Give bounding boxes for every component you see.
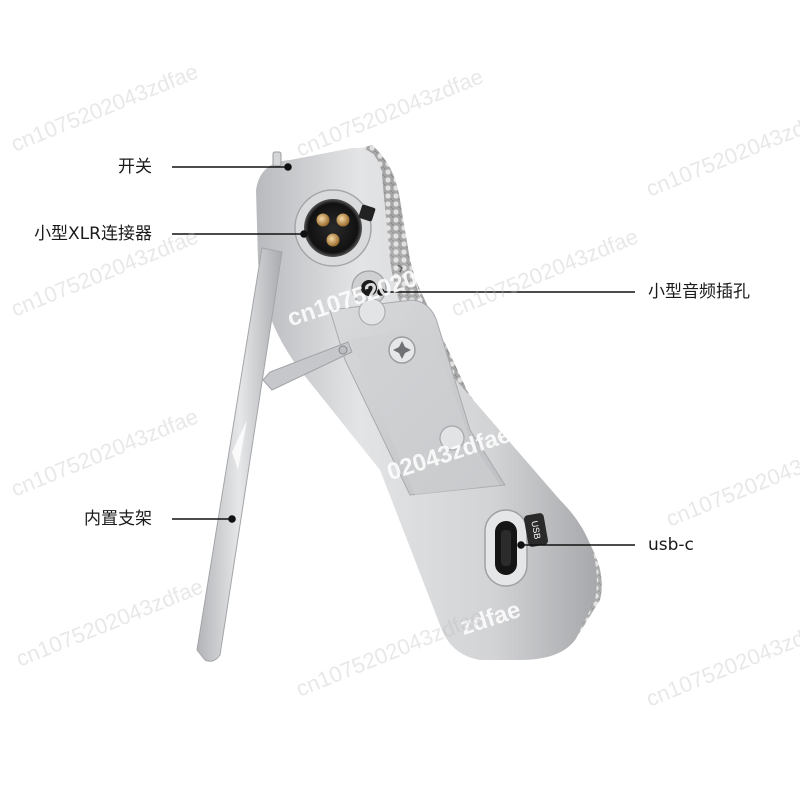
stand-strut [262, 341, 353, 391]
label-usb-c: usb-c [648, 535, 694, 555]
power-switch [272, 151, 282, 167]
mini-xlr-connector [294, 189, 376, 267]
label-mini-xlr: 小型XLR连接器 [34, 224, 152, 244]
screw-hole [439, 425, 465, 451]
usb-badge-text: USB [529, 520, 542, 540]
mini-audio-jack [351, 264, 403, 326]
label-mini-audio-jack: 小型音频插孔 [648, 282, 750, 302]
screw-icon [388, 336, 416, 364]
label-built-in-stand: 内置支架 [84, 509, 152, 529]
usb-badge: USB [524, 513, 548, 547]
usb-c-port [484, 509, 528, 587]
label-switch: 开关 [118, 157, 152, 177]
leader-lines [172, 163, 635, 549]
